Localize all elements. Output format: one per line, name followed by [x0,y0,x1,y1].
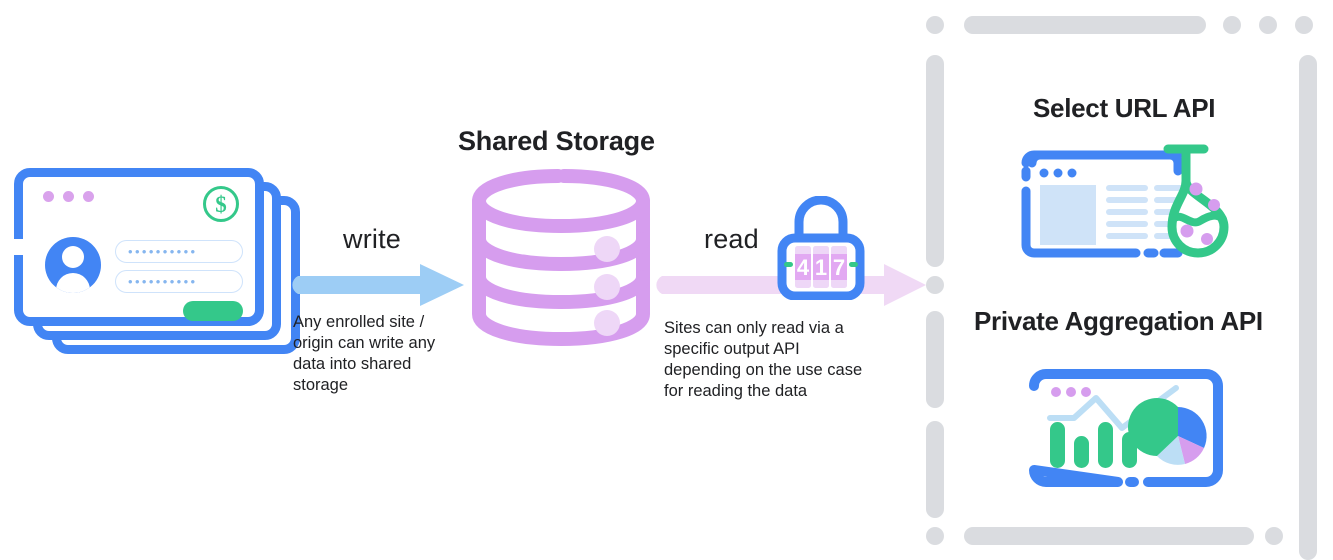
browser-flask-icon[interactable] [1018,141,1233,259]
combination-padlock-icon: 4 1 7 [777,196,865,300]
lock-digit-3: 7 [833,255,845,280]
read-caption: Sites can only read via a specific outpu… [664,319,863,400]
frame-bar [926,55,944,267]
frame-bar [964,527,1254,545]
private-aggregation-api-title: Private Aggregation API [974,306,1263,336]
browser-dot-icon [1081,387,1091,397]
database-cylinder-icon [471,169,651,347]
lock-digit-2: 1 [815,255,827,280]
read-label: read [704,224,759,254]
password-field[interactable]: •••••••••• [115,270,243,293]
frame-dot [1223,16,1241,34]
frame-dot [1295,16,1313,34]
content-block [1040,185,1096,245]
frame-bar [926,311,944,408]
dollar-badge-icon: $ [203,186,239,222]
window-dot-icon [83,191,94,202]
pie-series [1128,398,1207,465]
frame-bar [1299,55,1317,560]
window-dot-icon [43,191,54,202]
window-dots [43,191,94,202]
browser-dot-icon [1067,168,1077,178]
frame-dot [1259,16,1277,34]
username-field[interactable]: •••••••••• [115,240,243,263]
frame-dot [1299,491,1317,509]
browser-dot-icon [1053,168,1063,178]
write-label: write [343,224,402,254]
dashboard-charts-icon[interactable] [1026,366,1226,490]
submit-button[interactable] [183,301,243,321]
bar-series [1050,422,1137,468]
frame-dot [926,16,944,34]
card-notch [14,239,23,255]
frame-bar [926,421,944,518]
write-caption: Any enrolled site / origin can write any… [293,313,436,394]
browser-dot-icon [1051,387,1061,397]
select-url-api-title: Select URL API [1033,93,1216,123]
card-layer-front: $ •••••••••• •••••••••• [14,168,264,326]
window-dot-icon [63,191,74,202]
frame-dot [926,527,944,545]
avatar [45,237,101,293]
avatar-head [62,246,84,268]
shared-storage-title: Shared Storage [458,126,655,156]
frame-bar [964,16,1206,34]
lock-digit-1: 4 [797,255,810,280]
browser-dot-icon [1066,387,1076,397]
source-site-card-stack: $ •••••••••• •••••••••• [14,168,304,363]
frame-dot [1299,527,1317,545]
browser-dot-icon [1039,168,1049,178]
write-arrow-icon [292,264,464,306]
frame-dot [1265,527,1283,545]
avatar-body [56,273,90,293]
frame-dot [926,276,944,294]
output-apis-panel: Select URL API [918,8,1326,560]
